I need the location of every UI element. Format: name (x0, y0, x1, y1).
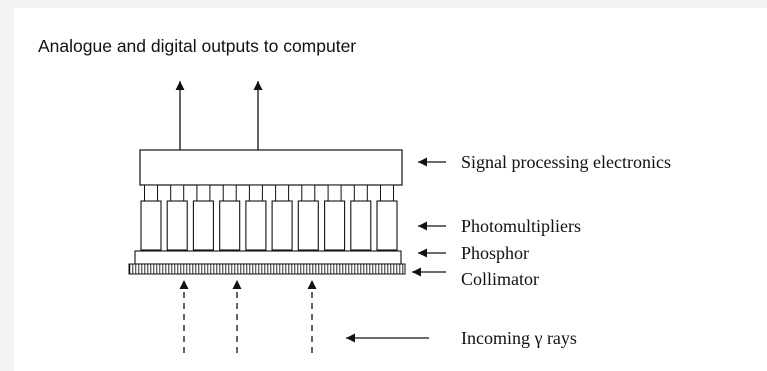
photomultiplier-tube (297, 200, 319, 251)
connector (170, 184, 185, 202)
photomultiplier-tube (140, 200, 162, 251)
collimator-layer (128, 263, 406, 275)
photomultiplier-tube (245, 200, 267, 251)
photomultiplier-tube (376, 200, 398, 251)
photomultiplier-tube (350, 200, 372, 251)
connector (222, 184, 237, 202)
photomultiplier-tube (271, 200, 293, 251)
signal-processing-box (139, 149, 403, 186)
connector (380, 184, 394, 202)
photomultiplier-tube (192, 200, 214, 251)
connectors (144, 184, 394, 202)
label-collimator: Collimator (461, 269, 539, 289)
connector (248, 184, 263, 202)
photomultiplier-tube (166, 200, 188, 251)
photomultipliers (140, 200, 398, 251)
connector (353, 184, 368, 202)
label-signal-processing: Signal processing electronics (461, 152, 671, 172)
phosphor-layer (134, 250, 402, 265)
output-arrows (175, 81, 263, 150)
incoming-gamma-rays (179, 280, 317, 353)
label-phosphor: Phosphor (461, 243, 529, 263)
photomultiplier-tube (324, 200, 346, 251)
label-pointers (346, 157, 446, 343)
label-incoming-rays: Incoming γ rays (461, 328, 577, 348)
connector (275, 184, 290, 202)
photomultiplier-tube (219, 200, 241, 251)
label-photomultipliers: Photomultipliers (461, 216, 581, 236)
connector (196, 184, 211, 202)
connector (301, 184, 316, 202)
diagram-title: Analogue and digital outputs to computer (38, 36, 356, 56)
connector (327, 184, 342, 202)
connector (144, 184, 158, 202)
